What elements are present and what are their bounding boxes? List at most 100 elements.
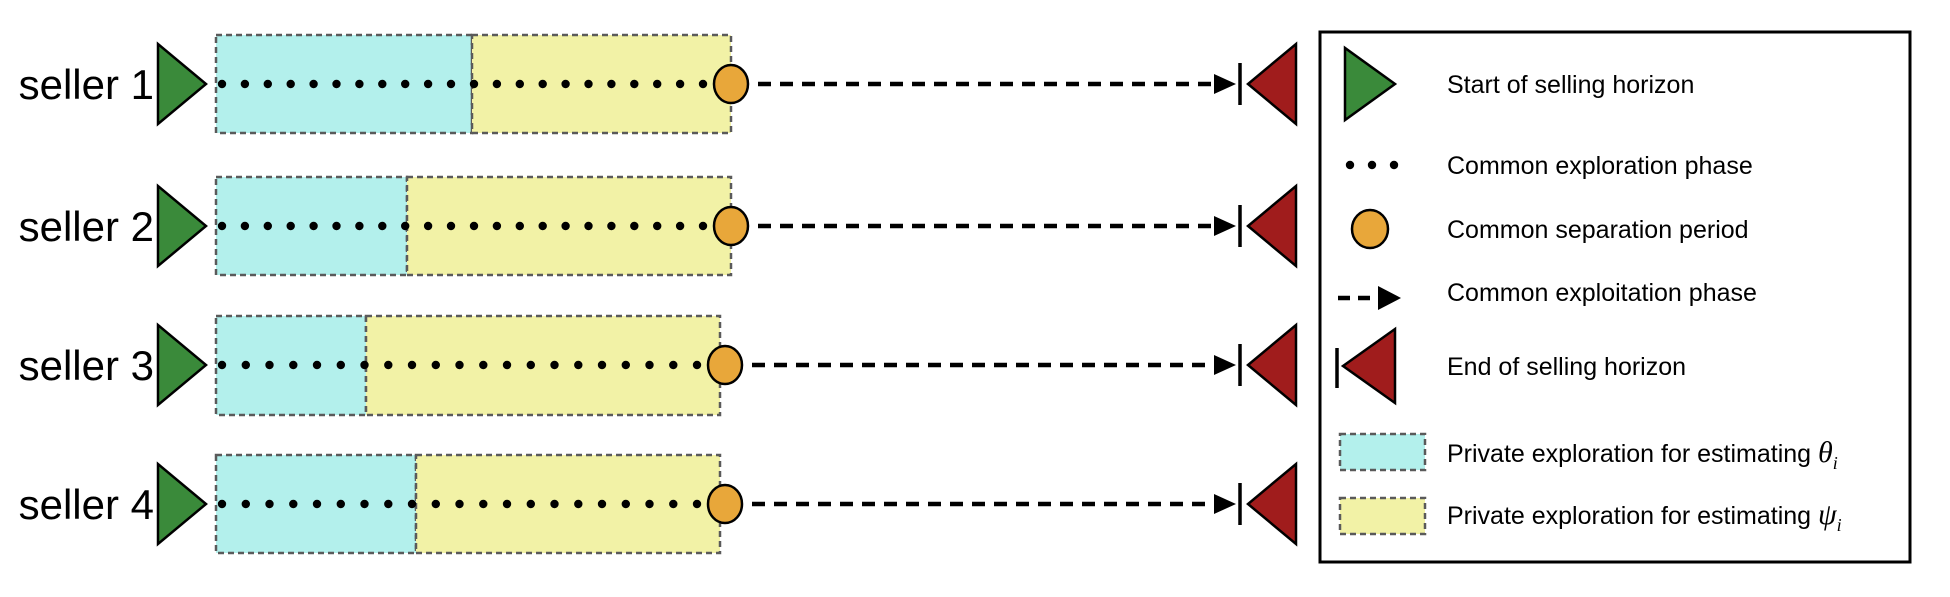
legend-label-separation: Common separation period [1447,216,1749,244]
exploration-dot [584,221,593,231]
legend-item-exploration: Common exploration phase [1345,152,1753,180]
exploration-dot [692,499,702,509]
exploration-dot [446,79,456,89]
exploration-dot [469,79,479,89]
exploration-dot [584,79,593,89]
exploration-dot [621,499,630,509]
exploration-dot [669,499,678,509]
exploration-dot [431,360,440,370]
exploration-dot [515,79,524,89]
end-triangle-icon [1340,326,1397,406]
exploration-dot [538,79,547,89]
legend-item-exploitation: Common exploitation phase [1338,279,1757,310]
exploration-dot [265,360,274,370]
seller-label: seller 4 [19,481,154,528]
exploration-dot [336,499,345,509]
seller-row: seller 1 [19,33,1298,135]
exploration-dot [431,499,440,509]
end-triangle-icon [1246,41,1298,127]
exploration-dot [217,221,227,231]
exploration-dot [263,221,272,231]
legend-label-private-psi: Private exploration for estimating ψi [1447,498,1842,535]
exploration-dot [502,360,512,370]
separation-circle-icon [706,344,744,386]
exploration-dot [469,221,479,231]
seller-label: seller 1 [19,61,154,108]
exploration-dot [597,360,607,370]
exploration-dot [621,360,630,370]
private-psi-box [470,33,733,135]
exploration-dot [336,360,345,370]
exploration-dot [698,79,708,89]
end-triangle-icon [1246,183,1298,269]
exploration-dot [265,499,274,509]
exploration-dot [675,79,685,89]
exploration-dot [675,221,685,231]
legend-item-end: End of selling horizon [1335,326,1686,406]
separation-circle-icon [712,63,750,105]
exploration-dot [550,360,559,370]
seller-row: seller 2 [19,175,1298,277]
arrowhead-icon [1214,74,1236,94]
exploration-dot [630,221,639,231]
exploration-dot [653,221,662,231]
exploration-dot [607,79,616,89]
legend-label-start: Start of selling horizon [1447,71,1694,99]
start-triangle-icon [156,183,208,269]
exploration-dot [446,221,456,231]
legend: Start of selling horizon Common explorat… [1318,30,1912,564]
start-triangle-icon [1343,45,1398,123]
exploration-dot [574,360,583,370]
legend-item-start: Start of selling horizon [1343,45,1694,123]
exploration-dot [378,221,387,231]
exploration-dot [669,360,678,370]
exploration-dot [241,499,250,509]
exploration-dot [289,499,298,509]
seller-row: seller 4 [19,453,1298,555]
exploration-dot [384,360,393,370]
exploration-dot [217,360,227,370]
exploration-dot [332,79,341,89]
exploration-dot [479,499,488,509]
exploration-dot [492,221,502,231]
exploration-dot [630,79,639,89]
exploration-dot [312,360,322,370]
exploration-dot [263,79,272,89]
exploration-dot [423,221,433,231]
start-triangle-icon [156,322,208,408]
exploration-dot [240,79,250,89]
seller-row: seller 3 [19,314,1298,417]
exploration-dot [240,221,250,231]
legend-label-exploitation: Common exploitation phase [1447,279,1757,307]
exploration-dot [241,360,250,370]
arrowhead-icon [1214,355,1236,375]
exploration-dot [561,221,570,231]
arrowhead-icon [1214,216,1236,236]
seller-rows: seller 1 seller 2 seller 3 seller 4 [19,33,1298,555]
private-psi-swatch [1338,496,1427,536]
exploration-dot [332,221,341,231]
exploration-dot [289,360,298,370]
arrowhead-icon [1214,494,1236,514]
seller-label: seller 3 [19,342,154,389]
exploration-dot [286,221,295,231]
private-theta-swatch [1338,432,1427,472]
seller-label: seller 2 [19,203,154,250]
exploration-dot [492,79,502,89]
exploration-dot [597,499,607,509]
exploration-dot [526,360,535,370]
private-theta-box [214,33,474,135]
separation-circle-icon [712,205,750,247]
end-triangle-icon [1246,322,1298,408]
exploration-dot [526,499,535,509]
exploration-dot [401,221,410,231]
end-triangle-icon [1246,461,1298,547]
exploration-dot [309,79,318,89]
exploration-dot [574,499,583,509]
exploration-dot [455,360,464,370]
start-triangle-icon [156,41,208,127]
exploration-dot [401,79,410,89]
exploration-dot [384,499,393,509]
